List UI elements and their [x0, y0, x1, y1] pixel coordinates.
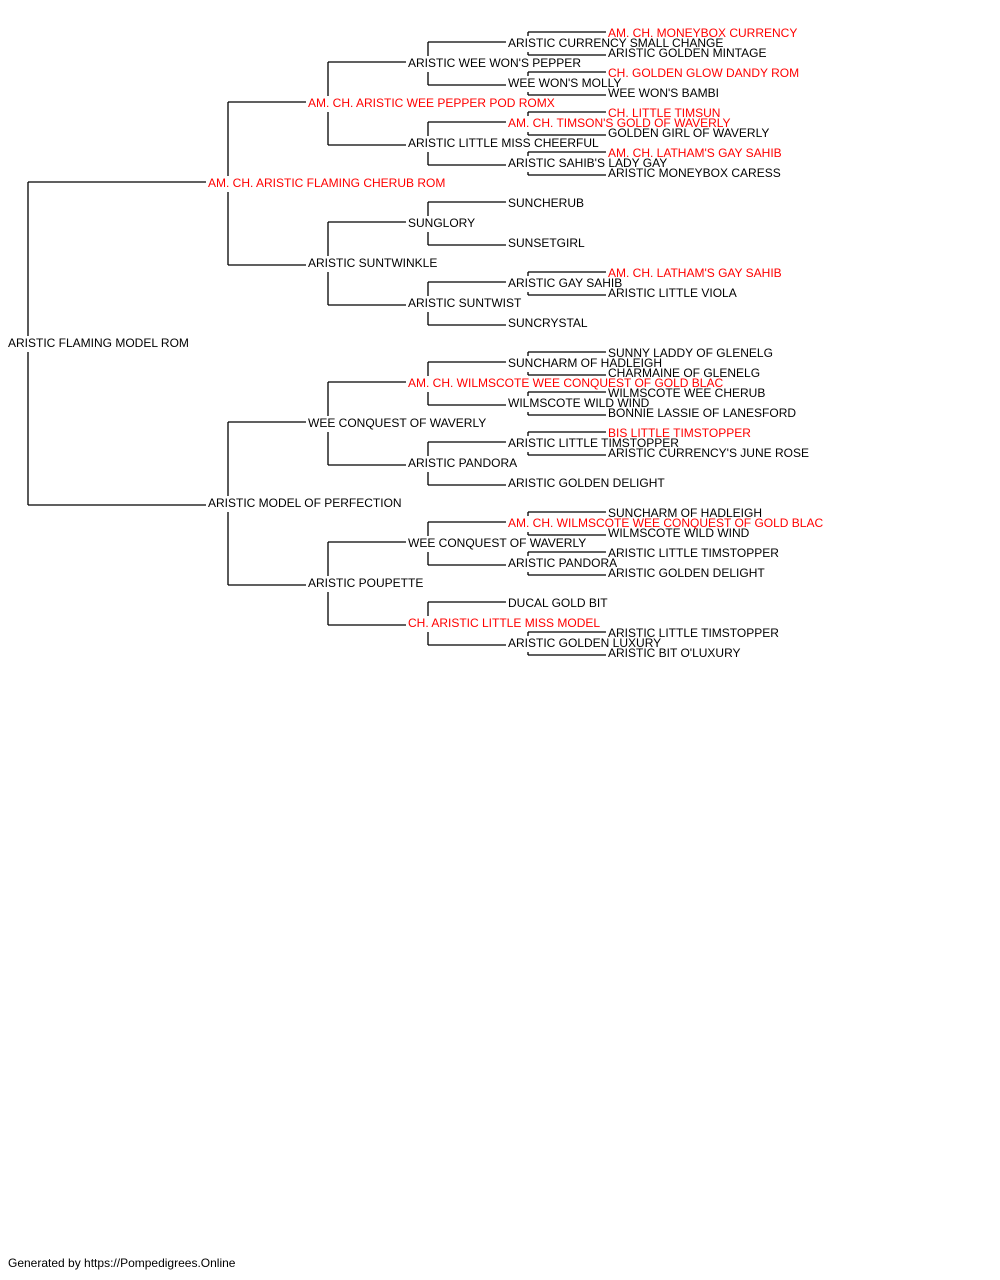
- dog-name: AM. CH. ARISTIC WEE PEPPER POD ROMX: [308, 96, 555, 110]
- dog-name: AM. CH. ARISTIC FLAMING CHERUB ROM: [208, 176, 445, 190]
- dog-name: ARISTIC LITTLE MISS CHEERFUL: [408, 136, 599, 150]
- dog-name: AM. CH. MONEYBOX CURRENCY: [608, 26, 797, 40]
- dog-name: ARISTIC SAHIB'S LADY GAY: [508, 156, 667, 170]
- dog-name: CH. ARISTIC LITTLE MISS MODEL: [408, 616, 600, 630]
- dog-name: ARISTIC PANDORA: [408, 456, 517, 470]
- dog-name: WEE WON'S MOLLY: [508, 76, 621, 90]
- dog-name: WILMSCOTE WEE CHERUB: [608, 386, 765, 400]
- dog-name: ARISTIC GOLDEN DELIGHT: [608, 566, 765, 580]
- footer-credit: Generated by https://Pompedigrees.Online: [8, 1256, 236, 1270]
- dog-name: AM. CH. LATHAM'S GAY SAHIB: [608, 266, 782, 280]
- dog-name: ARISTIC LITTLE TIMSTOPPER: [608, 546, 779, 560]
- dog-name: ARISTIC BIT O'LUXURY: [608, 646, 741, 660]
- dog-name: CH. LITTLE TIMSUN: [608, 106, 720, 120]
- dog-name: ARISTIC WEE WON'S PEPPER: [408, 56, 581, 70]
- dog-name: ARISTIC LITTLE VIOLA: [608, 286, 737, 300]
- dog-name: ARISTIC PANDORA: [508, 556, 617, 570]
- dog-name: AM. CH. TIMSON'S GOLD OF WAVERLY: [508, 116, 731, 130]
- dog-name: ARISTIC POUPETTE: [308, 576, 423, 590]
- dog-name: WEE CONQUEST OF WAVERLY: [308, 416, 486, 430]
- dog-name: SUNCRYSTAL: [508, 316, 588, 330]
- dog-name: ARISTIC MONEYBOX CARESS: [608, 166, 781, 180]
- dog-name: WILMSCOTE WILD WIND: [508, 396, 650, 410]
- dog-name: BONNIE LASSIE OF LANESFORD: [608, 406, 796, 420]
- dog-name: AM. CH. WILMSCOTE WEE CONQUEST OF GOLD B…: [408, 376, 723, 390]
- dog-name: ARISTIC GOLDEN DELIGHT: [508, 476, 665, 490]
- dog-name: WILMSCOTE WILD WIND: [608, 526, 750, 540]
- dog-name: CHARMAINE OF GLENELG: [608, 366, 760, 380]
- dog-name: AM. CH. LATHAM'S GAY SAHIB: [608, 146, 782, 160]
- dog-name: WEE CONQUEST OF WAVERLY: [408, 536, 586, 550]
- dog-name: ARISTIC CURRENCY SMALL CHANGE: [508, 36, 723, 50]
- dog-name: SUNCHERUB: [508, 196, 584, 210]
- dog-name: SUNCHARM OF HADLEIGH: [608, 506, 762, 520]
- dog-name: ARISTIC LITTLE TIMSTOPPER: [608, 626, 779, 640]
- dog-name: WEE WON'S BAMBI: [608, 86, 719, 100]
- dog-name: ARISTIC LITTLE TIMSTOPPER: [508, 436, 679, 450]
- dog-name: CH. GOLDEN GLOW DANDY ROM: [608, 66, 799, 80]
- dog-name: ARISTIC GOLDEN LUXURY: [508, 636, 661, 650]
- dog-name: ARISTIC SUNTWIST: [408, 296, 522, 310]
- dog-name: DUCAL GOLD BIT: [508, 596, 608, 610]
- dog-name: SUNSETGIRL: [508, 236, 585, 250]
- dog-name: ARISTIC SUNTWINKLE: [308, 256, 437, 270]
- dog-name: AM. CH. WILMSCOTE WEE CONQUEST OF GOLD B…: [508, 516, 823, 530]
- dog-name: ARISTIC GAY SAHIB: [508, 276, 622, 290]
- dog-name: SUNGLORY: [408, 216, 475, 230]
- dog-name: SUNCHARM OF HADLEIGH: [508, 356, 662, 370]
- dog-name: ARISTIC CURRENCY'S JUNE ROSE: [608, 446, 809, 460]
- dog-name: ARISTIC GOLDEN MINTAGE: [608, 46, 766, 60]
- dog-name: BIS LITTLE TIMSTOPPER: [608, 426, 751, 440]
- dog-name-subject: ARISTIC FLAMING MODEL ROM: [8, 336, 189, 350]
- dog-name: ARISTIC MODEL OF PERFECTION: [208, 496, 402, 510]
- dog-name: SUNNY LADDY OF GLENELG: [608, 346, 773, 360]
- dog-name: GOLDEN GIRL OF WAVERLY: [608, 126, 769, 140]
